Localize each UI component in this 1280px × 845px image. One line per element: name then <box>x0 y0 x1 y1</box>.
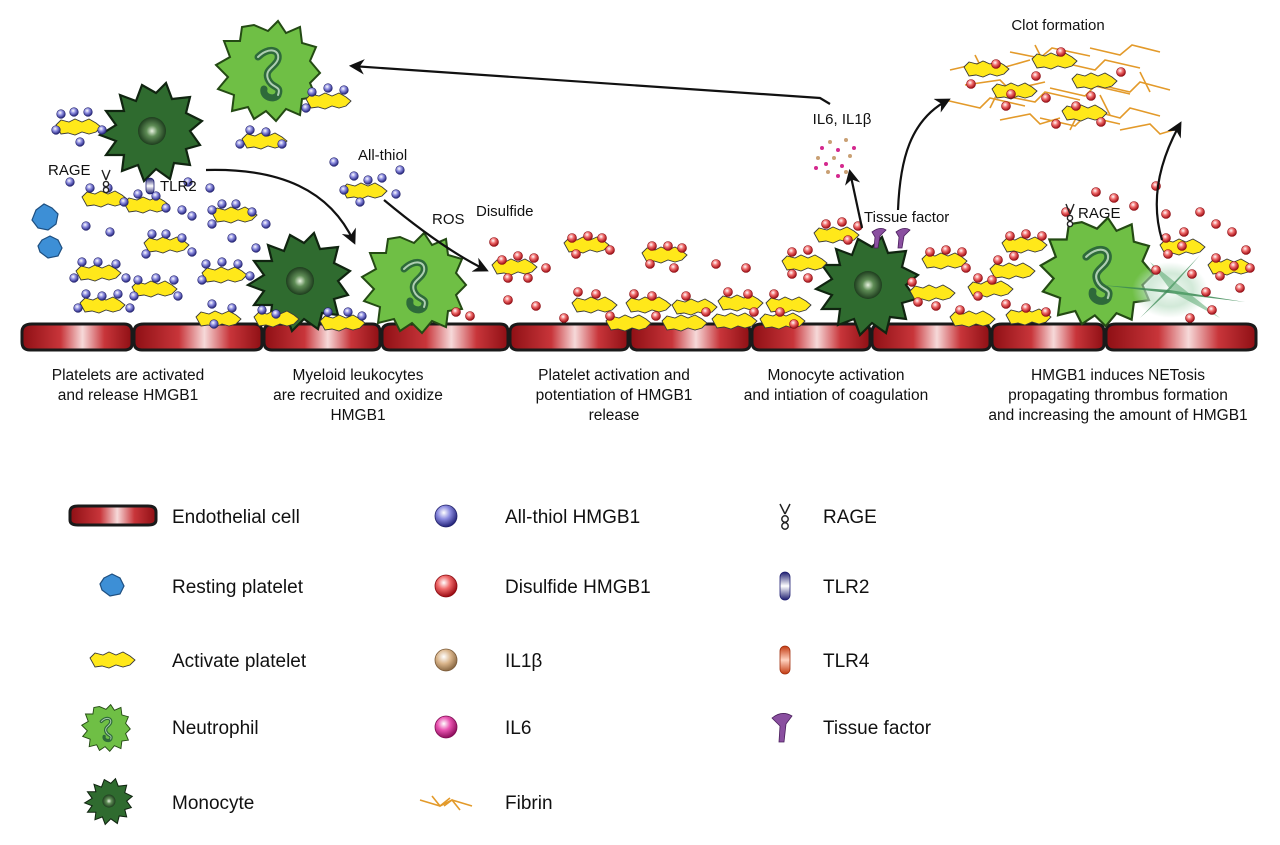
tlr2-label: TLR2 <box>160 178 197 195</box>
legend-label: Fibrin <box>505 793 553 814</box>
endothelial-cell <box>20 322 134 352</box>
rage-receptor <box>101 169 111 194</box>
resting-platelet <box>37 235 63 259</box>
tlr2-receptor <box>145 177 155 195</box>
cytokine-spray <box>814 138 856 178</box>
il1b-icon <box>434 648 458 672</box>
monocyte-icon <box>84 778 133 825</box>
endothelial-layer <box>20 322 1258 352</box>
endothelial-cell <box>132 322 264 352</box>
legend-item-il6: IL6 <box>434 715 531 739</box>
stage-caption-line: and intiation of coagulation <box>744 387 928 404</box>
il6-il1b-label: IL6, IL1β <box>813 111 872 128</box>
rage-label: RAGE <box>48 162 91 179</box>
stage-caption-line: HMGB1 induces NETosis <box>1031 367 1205 384</box>
tissue-factor-label: Tissue factor <box>864 209 949 226</box>
stage-caption-line: HMGB1 <box>330 407 385 424</box>
tissue-factor-receptors <box>871 228 911 249</box>
legend-item-endothelial-cell: Endothelial cell <box>68 504 300 528</box>
stage-caption-line: Myeloid leukocytes <box>293 367 424 384</box>
all-thiol-label: All-thiol <box>358 147 407 164</box>
activated-platelet <box>963 60 1010 78</box>
legend-label: Endothelial cell <box>172 507 300 528</box>
legend: Endothelial cell Resting platelet Activa… <box>68 503 932 825</box>
legend-item-rage: RAGE <box>779 503 877 530</box>
resting-platelet <box>31 203 59 231</box>
flow-arrows <box>205 59 1182 272</box>
endothelial-cell <box>380 322 510 352</box>
rage-label-right: RAGE <box>1078 205 1121 222</box>
legend-item-all-thiol-hmgb1: All-thiol HMGB1 <box>434 504 640 528</box>
legend-label: Disulfide HMGB1 <box>505 577 651 598</box>
rage-receptor <box>1065 203 1075 228</box>
legend-item-tlr4: TLR4 <box>779 645 870 675</box>
activated-platelet-icon <box>89 651 136 669</box>
coagulation-arrow <box>896 98 951 211</box>
legend-item-activated-platelet: Activate platelet <box>89 651 307 672</box>
activated-platelet <box>1031 52 1078 70</box>
endothelial-cell-icon <box>68 504 158 527</box>
legend-label: TLR2 <box>823 577 869 598</box>
clot-formation-label: Clot formation <box>1011 17 1104 34</box>
resting-platelet-icon <box>99 573 125 597</box>
legend-label: TLR4 <box>823 651 870 672</box>
legend-label: Tissue factor <box>823 718 932 739</box>
tlr2-icon <box>779 571 791 601</box>
stage-caption-line: and release HMGB1 <box>58 387 198 404</box>
legend-item-monocyte: Monocyte <box>84 778 254 825</box>
all-thiol-hmgb1-dots <box>51 83 405 329</box>
neutrophil <box>1041 218 1154 326</box>
legend-label: All-thiol HMGB1 <box>505 507 640 528</box>
stage-caption-line: Monocyte activation <box>768 367 905 384</box>
endothelial-cell <box>262 322 382 352</box>
legend-item-tlr2: TLR2 <box>779 571 869 601</box>
cytokine-feedback-arrow <box>348 59 831 105</box>
monocyte <box>814 235 920 337</box>
endothelial-cell <box>750 322 872 352</box>
legend-label: Monocyte <box>172 793 254 814</box>
oxidation-arrow <box>383 199 489 272</box>
endothelial-cell <box>508 322 630 352</box>
thrombus-propagation-arrow <box>1155 121 1182 241</box>
neutrophil-icon <box>80 703 132 753</box>
all-thiol-hmgb1-icon <box>434 504 458 528</box>
neutrophil <box>362 233 466 333</box>
legend-item-fibrin: Fibrin <box>419 793 553 814</box>
stage-caption-line: Platelets are activated <box>52 367 205 384</box>
il6-icon <box>434 715 458 739</box>
stage-caption-line: Platelet activation and <box>538 367 690 384</box>
monocyte <box>98 81 204 183</box>
recruitment-arrow <box>205 168 356 245</box>
stage-caption-line: propagating thrombus formation <box>1008 387 1228 404</box>
legend-label: Neutrophil <box>172 718 259 739</box>
legend-item-disulfide-hmgb1: Disulfide HMGB1 <box>434 574 651 598</box>
legend-label: Resting platelet <box>172 577 304 598</box>
activated-platelet <box>1071 72 1118 90</box>
legend-item-tissue-factor: Tissue factor <box>771 713 932 743</box>
tissue-factor-icon <box>771 713 793 743</box>
endothelial-cell <box>1104 322 1258 352</box>
legend-label: IL6 <box>505 718 531 739</box>
legend-item-neutrophil: Neutrophil <box>80 703 259 753</box>
legend-label: Activate platelet <box>172 651 307 672</box>
legend-item-resting-platelet: Resting platelet <box>99 573 304 598</box>
rage-icon <box>779 503 791 530</box>
legend-item-il1b: IL1β <box>434 648 542 672</box>
disulfide-hmgb1-icon <box>434 574 458 598</box>
ros-label: ROS <box>432 211 465 228</box>
stage-captions: Platelets are activated and release HMGB… <box>52 367 1248 424</box>
legend-label: IL1β <box>505 651 542 672</box>
endothelial-cell <box>870 322 992 352</box>
disulfide-label: Disulfide <box>476 203 534 220</box>
legend-label: RAGE <box>823 507 877 528</box>
cytokine-release-arrow <box>845 168 864 229</box>
tlr4-icon <box>779 645 791 675</box>
stage-caption-line: release <box>589 407 640 424</box>
stage-caption-line: and increasing the amount of HMGB1 <box>988 407 1247 424</box>
endothelial-cell <box>990 322 1106 352</box>
fibrin-icon <box>419 795 473 811</box>
stage-caption-line: potentiation of HMGB1 <box>536 387 693 404</box>
stage-caption-line: are recruited and oxidize <box>273 387 443 404</box>
